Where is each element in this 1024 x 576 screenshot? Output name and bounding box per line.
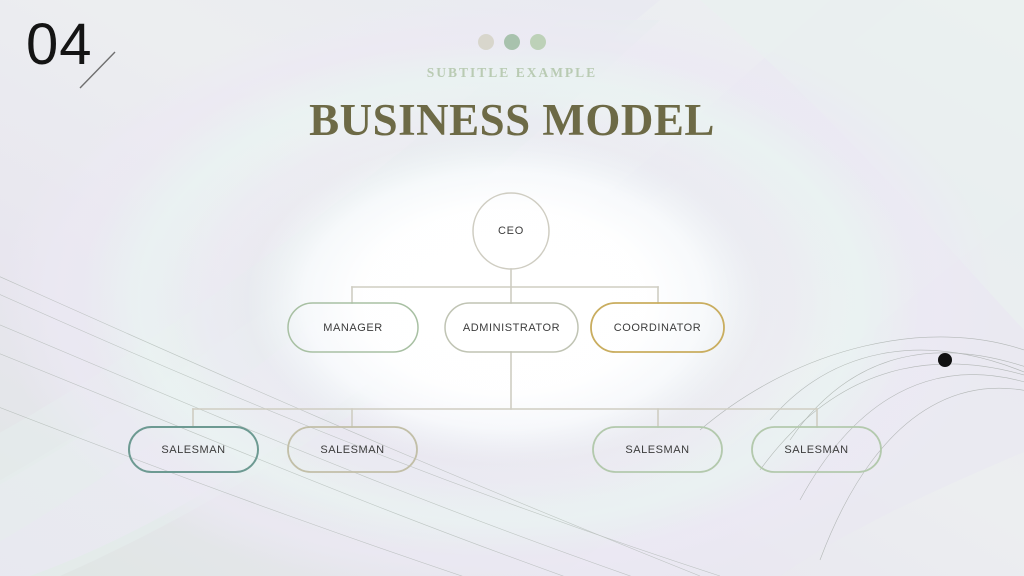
org-node-salesman-3[interactable] [592, 426, 723, 473]
org-chart-nodes [128, 192, 882, 473]
slide-number: 04 [26, 12, 93, 77]
org-node-coordinator[interactable] [590, 302, 725, 353]
org-chart-connectors [192, 268, 818, 428]
org-node-salesman-1[interactable] [128, 426, 259, 473]
org-node-salesman-2[interactable] [287, 426, 418, 473]
background-hairlines-left [0, 276, 721, 576]
org-node-ceo[interactable] [472, 192, 550, 270]
slide-number-slash [79, 51, 116, 89]
org-node-manager[interactable] [287, 302, 419, 353]
org-node-administrator[interactable] [444, 302, 579, 353]
org-node-salesman-4[interactable] [751, 426, 882, 473]
background-core-glow [247, 135, 763, 465]
marker-dot [938, 353, 952, 367]
